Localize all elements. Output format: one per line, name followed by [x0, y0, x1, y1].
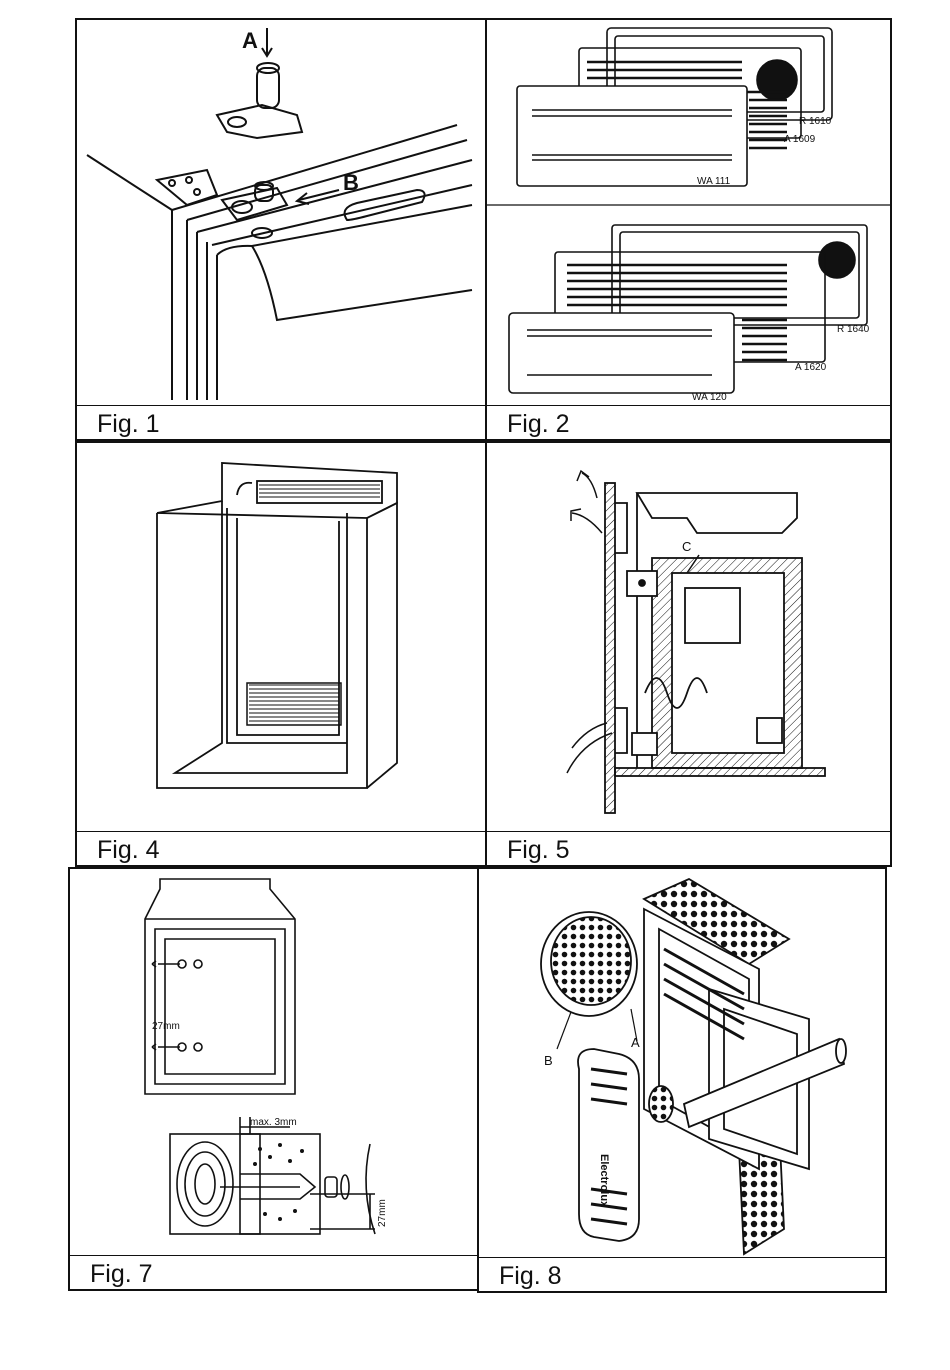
figure-1-panel: A B Fig. 1 — [75, 18, 487, 441]
label-27mm: 27mm — [152, 1021, 180, 1032]
figure-4-panel: Fig. 4 — [75, 441, 487, 867]
figure-5-panel: C Fig. 5 — [485, 441, 892, 867]
figure-8-caption: Fig. 8 — [499, 1262, 562, 1291]
label-r1610: R 1610 — [799, 116, 832, 127]
label-b: B — [544, 1053, 553, 1068]
figure-1-caption: Fig. 1 — [97, 410, 160, 439]
figure-7-caption: Fig. 7 — [90, 1260, 153, 1289]
label-r1640: R 1640 — [837, 324, 870, 335]
label-wa111: WA 111 — [697, 176, 731, 187]
figure-1-caption-bar: Fig. 1 — [77, 405, 485, 441]
figure-7-illustration: 27mm max. 3mm 27mm — [70, 869, 477, 1255]
figure-4-caption-bar: Fig. 4 — [77, 831, 485, 867]
figure-8-caption-bar: Fig. 8 — [479, 1257, 885, 1293]
figure-5-illustration: C — [487, 443, 890, 831]
figure-2-caption-bar: Fig. 2 — [487, 405, 890, 441]
figure-2-illustration: R 1610 A 1609 WA 111 R 1640 A 1620 WA 12… — [487, 20, 890, 405]
figure-8-panel: A B Electrolux Fig. 8 — [477, 867, 887, 1293]
figure-4-caption: Fig. 4 — [97, 836, 160, 865]
figure-7-panel: 27mm max. 3mm 27mm Fig. 7 — [68, 867, 479, 1291]
label-a: A — [242, 28, 258, 53]
label-b: B — [343, 170, 359, 195]
label-a1620: A 1620 — [795, 362, 827, 373]
figure-5-caption-bar: Fig. 5 — [487, 831, 890, 867]
figure-7-caption-bar: Fig. 7 — [70, 1255, 477, 1291]
figure-2-caption: Fig. 2 — [507, 410, 570, 439]
label-wa120: WA 120 — [692, 392, 727, 403]
label-a: A — [631, 1035, 640, 1050]
figure-2-panel: R 1610 A 1609 WA 111 R 1640 A 1620 WA 12… — [485, 18, 892, 441]
label-c: C — [682, 539, 691, 554]
figure-4-illustration — [77, 443, 485, 831]
brand-text: Electrolux — [598, 1154, 610, 1208]
figure-5-caption: Fig. 5 — [507, 836, 570, 865]
label-max-3mm: max. 3mm — [250, 1117, 297, 1128]
label-a1609: A 1609 — [784, 134, 816, 145]
figure-1-illustration: A B — [77, 20, 485, 405]
figure-8-illustration: A B Electrolux — [479, 869, 885, 1257]
label-27mm-vertical: 27mm — [377, 1199, 388, 1227]
